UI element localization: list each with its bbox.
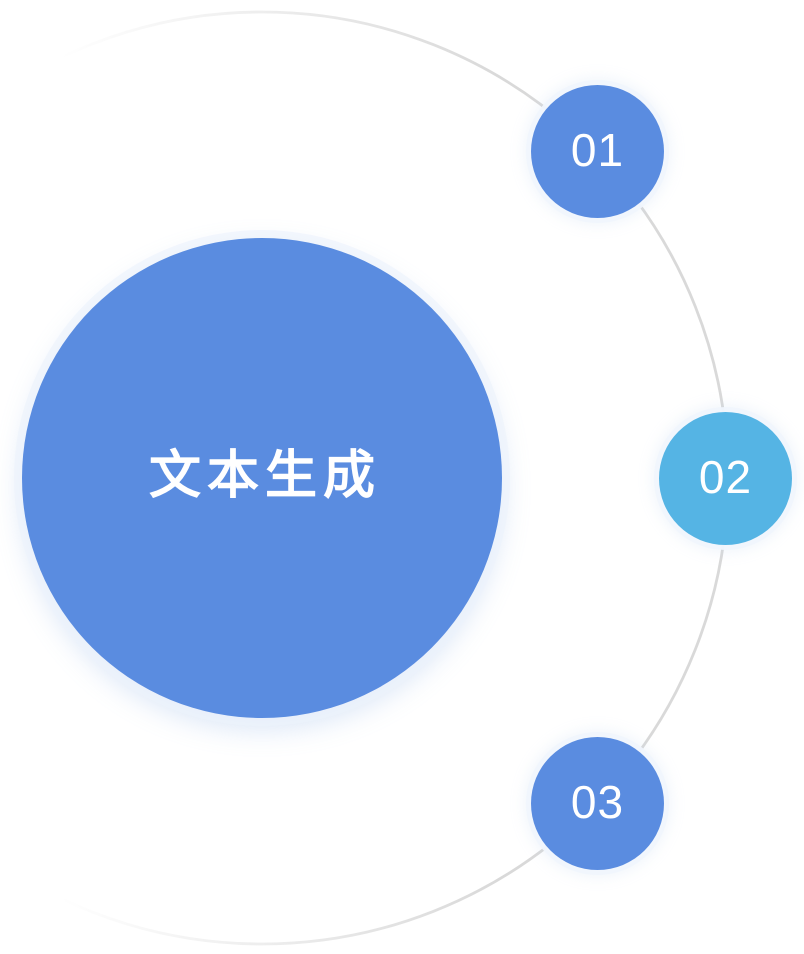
- step-label-03: 03: [570, 775, 625, 828]
- step-label-01: 01: [570, 123, 625, 176]
- step-circle-01: 01: [531, 85, 664, 218]
- topic-label: 文本生成: [148, 446, 381, 505]
- topic-circle: 文本生成: [22, 238, 502, 718]
- step-circle-02: 02: [659, 412, 792, 545]
- step-label-02: 02: [698, 450, 753, 503]
- step-circle-03: 03: [531, 737, 664, 870]
